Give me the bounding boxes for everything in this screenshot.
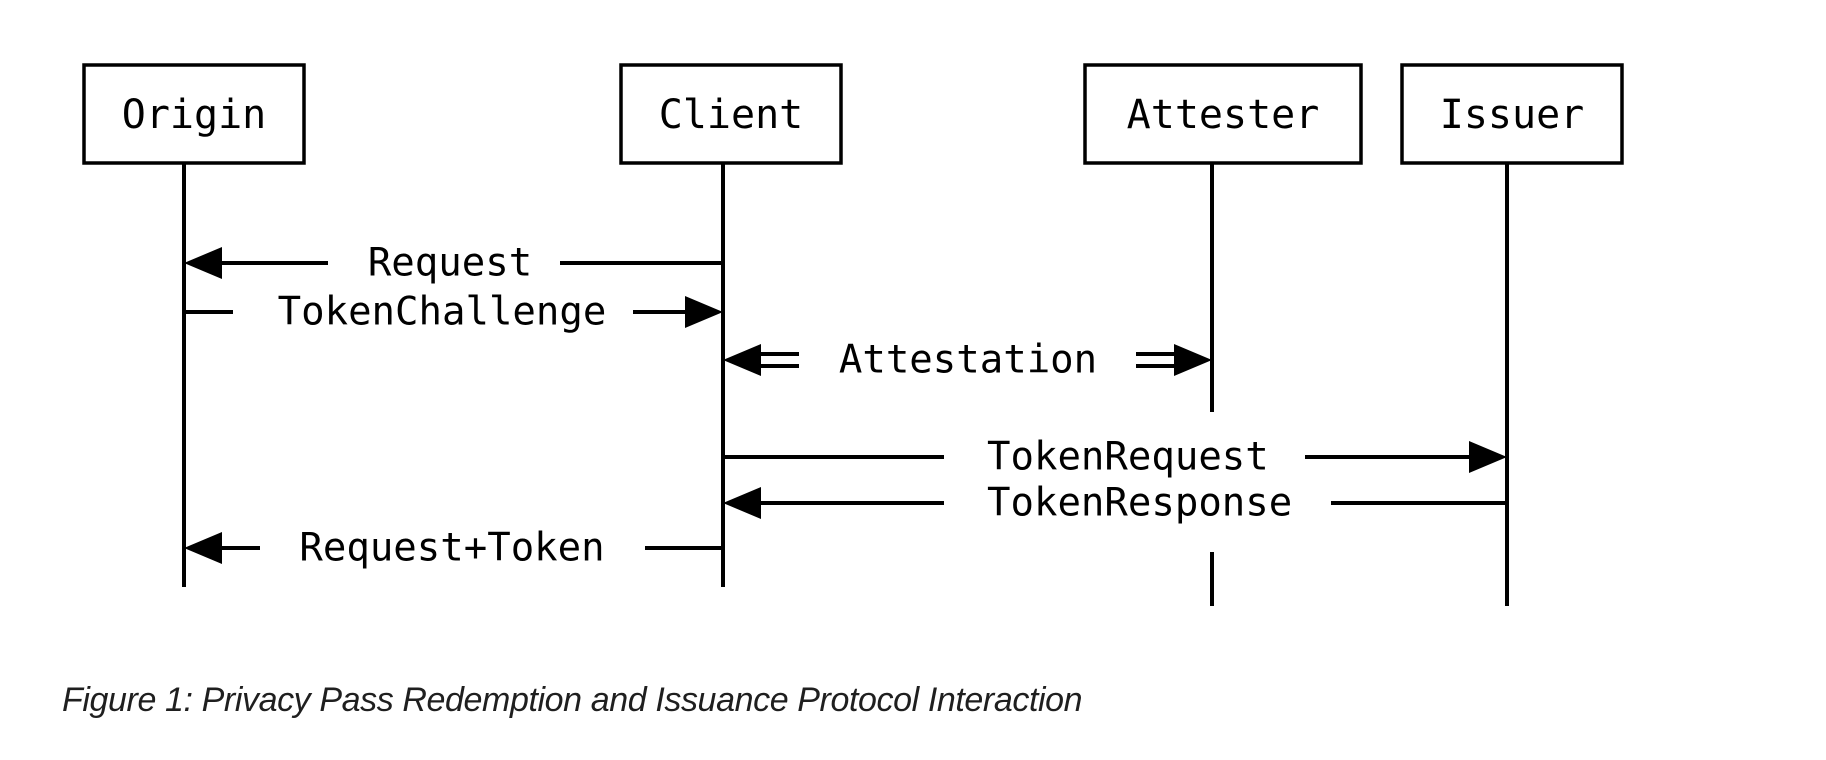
message-attestation: Attestation [723, 338, 1212, 383]
actor-rect-client [619, 63, 843, 165]
actor-box-issuer: Issuer [1400, 63, 1624, 165]
actor-rect-attester [1083, 63, 1363, 165]
actor-box-origin: Origin [82, 63, 306, 165]
message-label-attestation: Attestation [839, 338, 1097, 383]
message-tokenchallenge: TokenChallenge [184, 290, 723, 335]
message-request: Request [184, 241, 723, 286]
message-label-tokenchallenge: TokenChallenge [278, 290, 607, 335]
message-label-tokenresponse: TokenResponse [987, 481, 1292, 526]
actor-rect-origin [82, 63, 306, 165]
actor-label-client: Client [659, 92, 804, 138]
actor-rect-issuer [1400, 63, 1624, 165]
message-label-requesttoken: Request+Token [299, 526, 604, 571]
message-tokenrequest: TokenRequest [723, 435, 1507, 480]
message-label-request: Request [368, 241, 532, 286]
arrowhead-right-icon [1174, 344, 1212, 376]
actor-box-client: Client [619, 63, 843, 165]
arrowhead-left-icon [184, 532, 222, 564]
arrowhead-left-icon [723, 344, 761, 376]
actor-label-origin: Origin [122, 92, 267, 138]
actor-label-issuer: Issuer [1440, 92, 1585, 138]
actor-label-attester: Attester [1127, 92, 1320, 138]
actor-box-attester: Attester [1083, 63, 1363, 165]
arrowhead-right-icon [685, 296, 723, 328]
arrowhead-left-icon [723, 487, 761, 519]
message-tokenresponse: TokenResponse [723, 481, 1507, 526]
arrowhead-right-icon [1469, 441, 1507, 473]
arrowhead-left-icon [184, 247, 222, 279]
message-label-tokenrequest: TokenRequest [987, 435, 1269, 480]
message-requesttoken: Request+Token [184, 526, 723, 571]
figure-caption: Figure 1: Privacy Pass Redemption and Is… [62, 681, 1083, 719]
